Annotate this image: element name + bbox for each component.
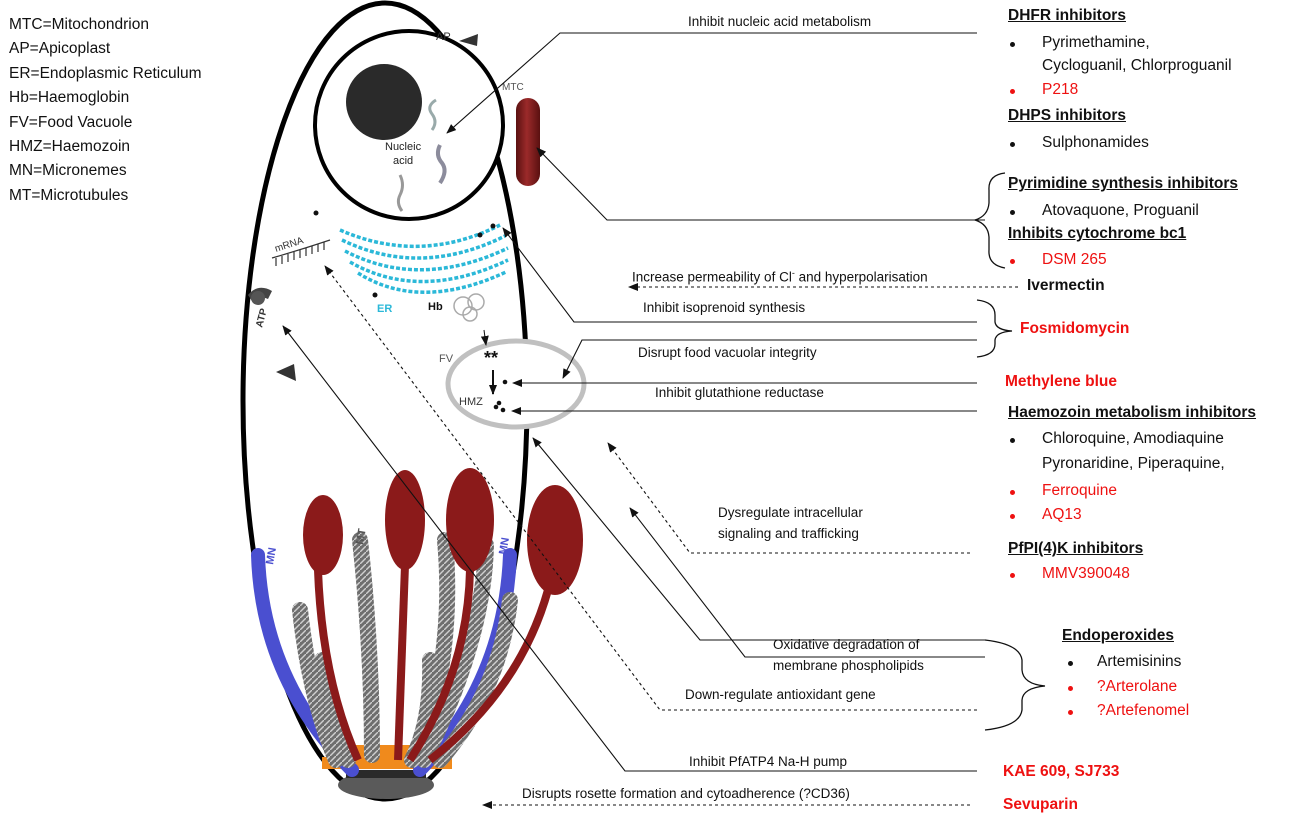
mechanism-oxidative-2: membrane phospholipids [773,658,924,673]
legend-item: MT=Microtubules [9,184,202,208]
mechanism-permeability: Increase permeability of Cl- and hyperpo… [632,268,928,285]
drug-arterolane: ?Arterolane [1097,678,1177,696]
mechanism-isoprenoid: Inhibit isoprenoid synthesis [643,300,805,315]
drug-aq13: AQ13 [1042,506,1082,524]
food-vacuole [448,341,584,427]
drug-p218: P218 [1042,81,1078,99]
mtc-label: MTC [502,82,524,93]
brace-endoperoxides [985,640,1045,730]
mechanism-nucleic: Inhibit nucleic acid metabolism [688,14,871,29]
svg-text:**: ** [484,348,498,368]
drug-ivermectin: Ivermectin [1027,277,1105,295]
heading-endoperoxides: Endoperoxides [1062,627,1174,645]
drug-pyrimethamine: Pyrimethamine, [1042,34,1150,52]
heading-pyrimidine: Pyrimidine synthesis inhibitors [1008,175,1238,193]
drug-cycloguanil: Cycloguanil, Chlorproguanil [1042,57,1232,75]
legend-item: Hb=Haemoglobin [9,86,202,110]
hb-label: Hb [428,301,443,313]
mitochondrion [516,98,540,186]
legend-item: MN=Micronemes [9,159,202,183]
mechanism-food-vacuole: Disrupt food vacuolar integrity [638,345,817,360]
mechanism-oxidative-1: Oxidative degradation of [773,637,919,652]
heading-bc1: Inhibits cytochrome bc1 [1008,225,1186,243]
nucleus [315,31,503,219]
legend-item: ER=Endoplasmic Reticulum [9,62,202,86]
mechanism-pfatp4: Inhibit PfATP4 Na-H pump [689,754,847,769]
mechanism-glutathione: Inhibit glutathione reductase [655,385,824,400]
mechanism-antioxidant: Down-regulate antioxidant gene [685,687,876,702]
er-label: ER [377,303,392,315]
mechanism-signaling-1: Dysregulate intracellular [718,505,863,520]
legend-item: AP=Apicoplast [9,37,202,61]
drug-mmv390048: MMV390048 [1042,565,1130,583]
heading-dhfr: DHFR inhibitors [1008,7,1126,25]
abbreviation-legend: MTC=Mitochondrion AP=Apicoplast ER=Endop… [9,13,202,208]
brace-fosmidomycin [977,300,1012,357]
heading-pfpi4k: PfPI(4)K inhibitors [1008,540,1143,558]
drug-pyronaridine: Pyronaridine, Piperaquine, [1042,455,1225,473]
heading-haemozoin: Haemozoin metabolism inhibitors [1008,404,1256,422]
drug-kae609: KAE 609, SJ733 [1003,763,1119,781]
drug-sevuparin: Sevuparin [1003,796,1078,814]
mechanism-rosette: Disrupts rosette formation and cytoadher… [522,786,850,801]
drug-methylene-blue: Methylene blue [1005,373,1117,391]
apicoplast [459,34,478,46]
drug-dsm265: DSM 265 [1042,251,1107,269]
heading-dhps: DHPS inhibitors [1008,107,1126,125]
nucleic-acid-label: Nucleic [385,141,422,153]
drug-sulphonamides: Sulphonamides [1042,134,1149,152]
nucleic-acid-label-2: acid [393,155,413,167]
drug-artemisinins: Artemisinins [1097,653,1181,671]
mechanism-signaling-2: signaling and trafficking [718,526,859,541]
drug-fosmidomycin: Fosmidomycin [1020,320,1129,338]
legend-item: FV=Food Vacuole [9,111,202,135]
drug-chloroquine: Chloroquine, Amodiaquine [1042,430,1224,448]
drug-ferroquine: Ferroquine [1042,482,1117,500]
legend-item: HMZ=Haemozoin [9,135,202,159]
drug-atovaquone: Atovaquone, Proguanil [1042,202,1199,220]
fv-label: FV [439,353,454,365]
drug-artefenomel: ?Artefenomel [1097,702,1189,720]
legend-item: MTC=Mitochondrion [9,13,202,37]
hmz-label: HMZ [459,396,483,408]
ap-label: AP [436,31,451,43]
